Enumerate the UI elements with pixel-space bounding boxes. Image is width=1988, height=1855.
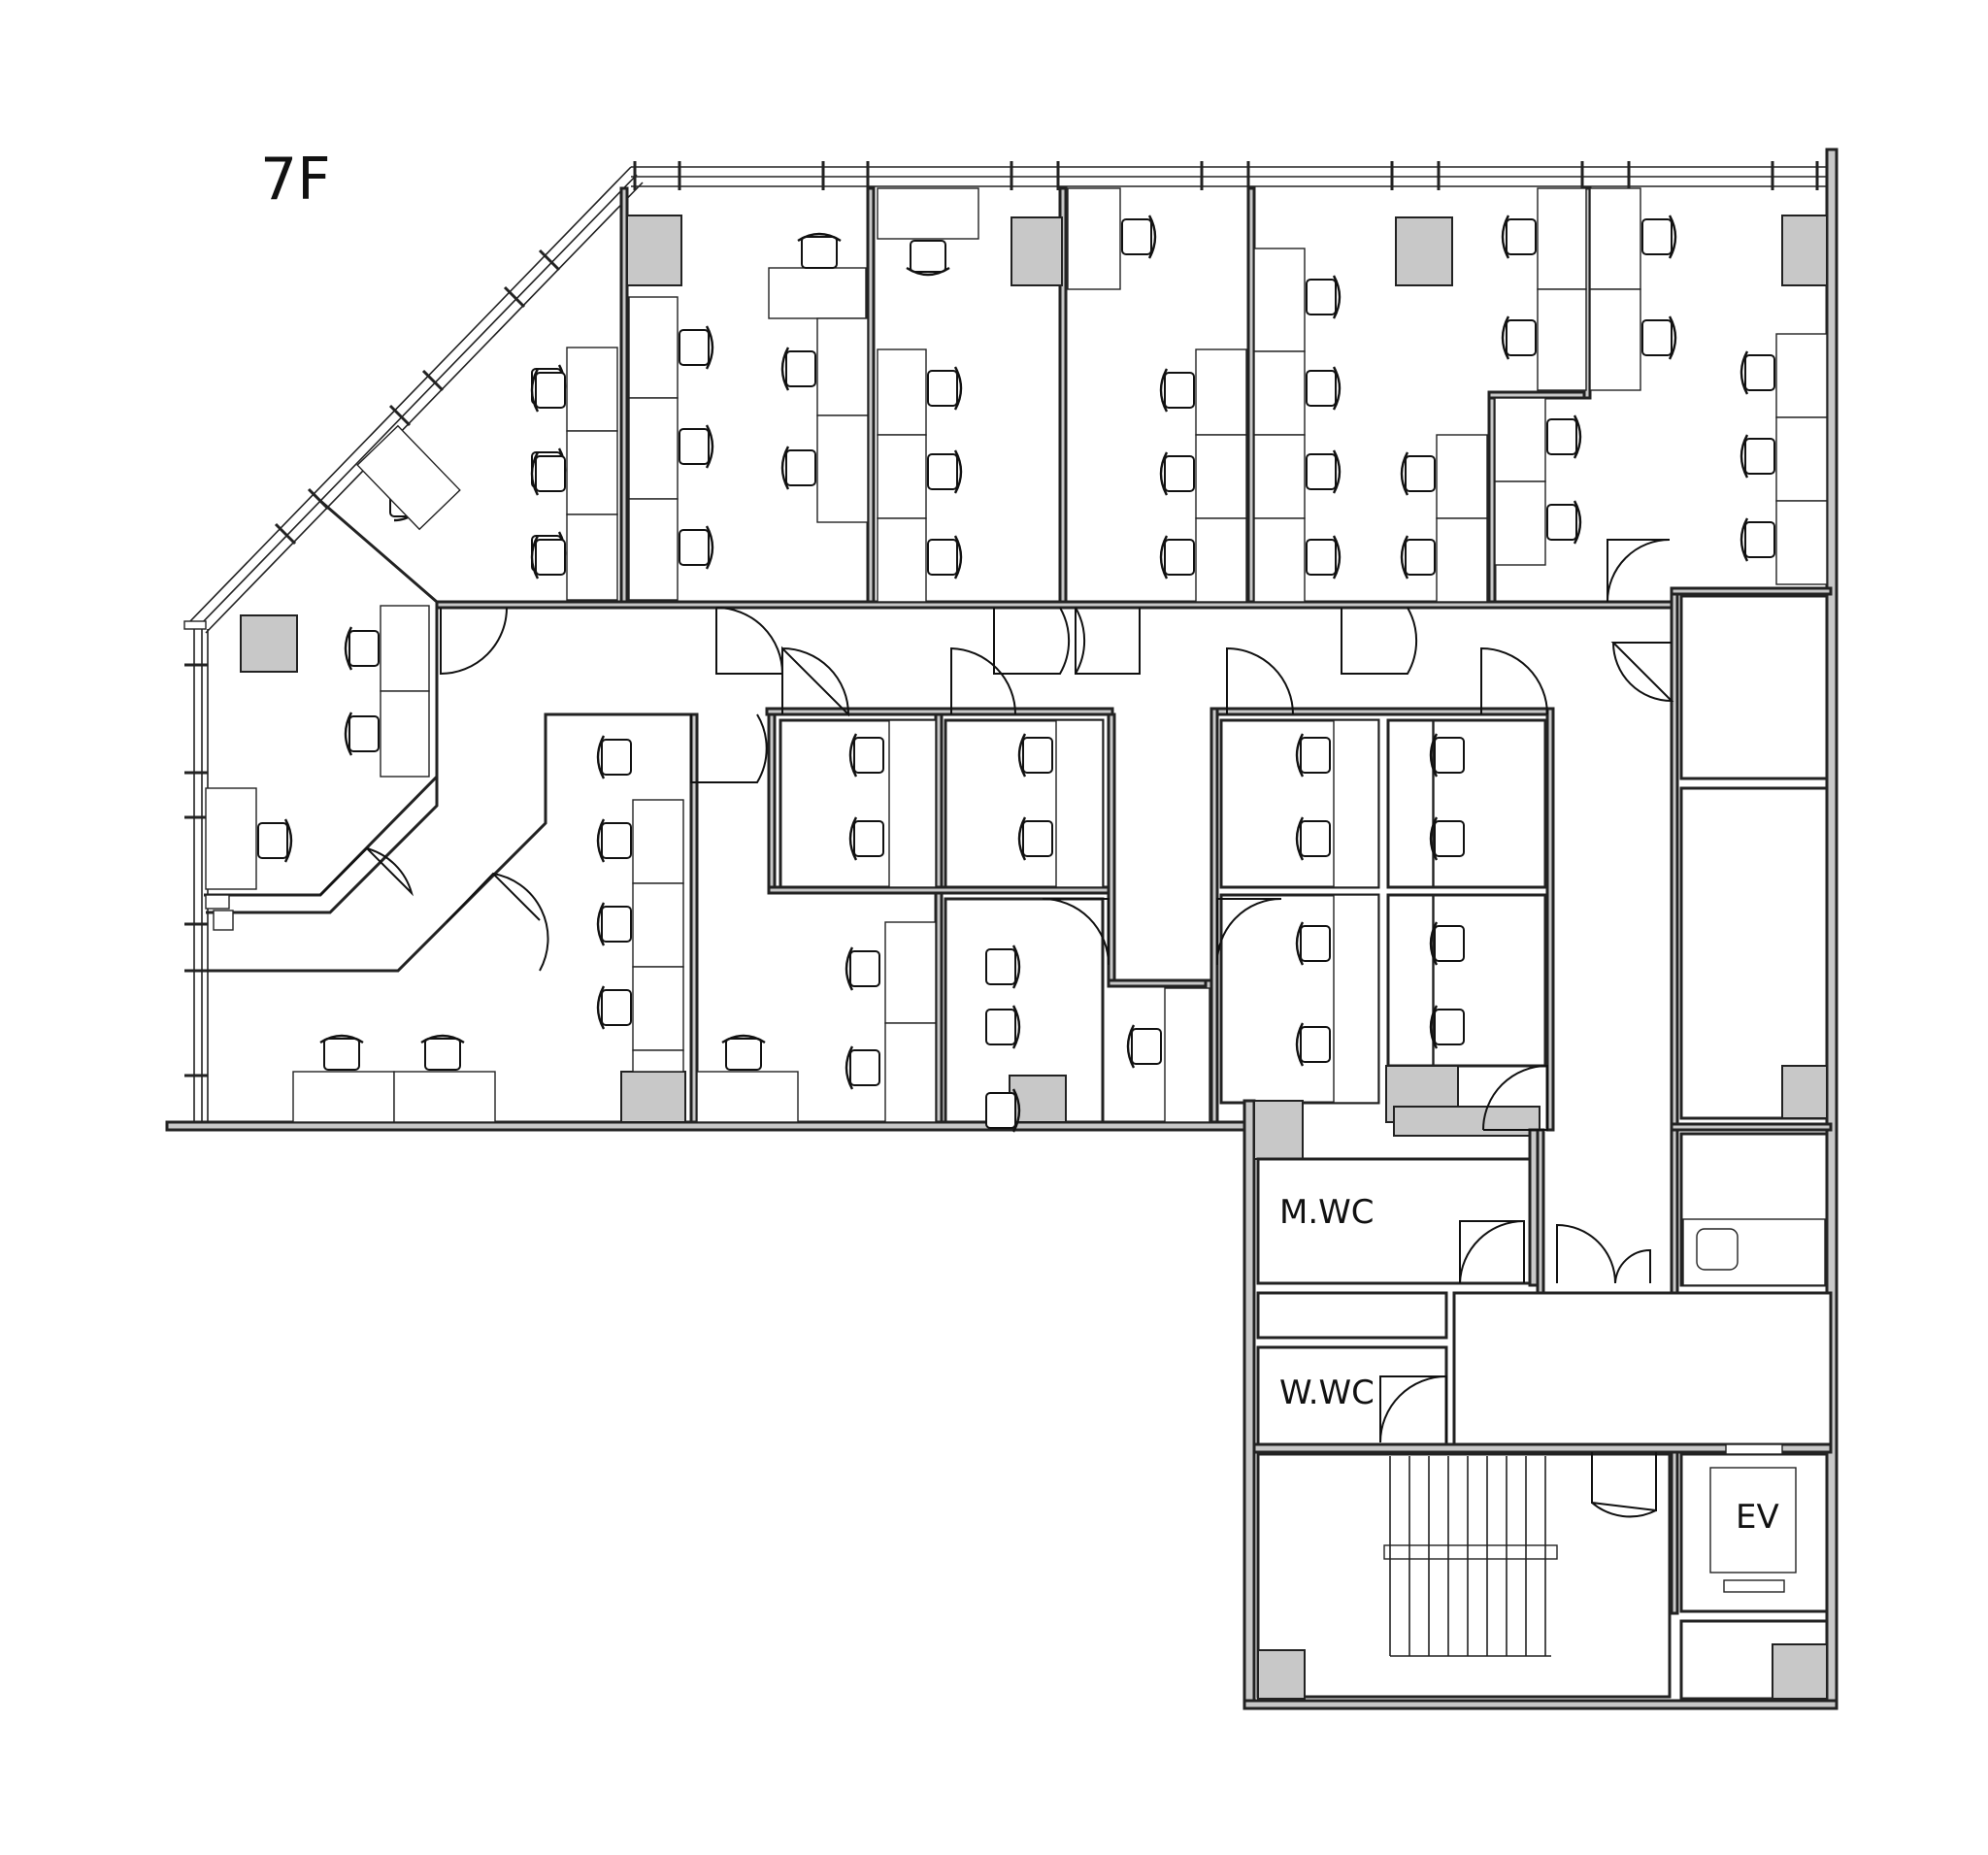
elevator-label: EV <box>1736 1498 1779 1537</box>
desks <box>205 187 1828 1123</box>
chair <box>1306 275 1342 319</box>
chair <box>848 733 884 778</box>
chair <box>927 535 963 580</box>
chair <box>780 347 816 391</box>
chair <box>679 525 714 570</box>
chair <box>596 735 632 779</box>
chair <box>530 535 566 580</box>
chair <box>1017 816 1053 861</box>
chair <box>1295 1022 1331 1067</box>
chair <box>344 712 380 756</box>
staircase <box>1383 1456 1558 1657</box>
chair <box>1641 215 1677 259</box>
chair <box>927 449 963 494</box>
chair <box>985 1088 1021 1133</box>
chair <box>1295 733 1331 778</box>
chair <box>1400 535 1436 580</box>
chair <box>1429 733 1465 778</box>
chair <box>1159 368 1195 413</box>
floor-label: 7F <box>260 146 331 214</box>
mens-wc-label: M.WC <box>1279 1193 1375 1232</box>
chair <box>985 1005 1021 1049</box>
chair <box>1501 315 1537 360</box>
west-window-wall <box>183 620 209 1126</box>
chair <box>1740 434 1775 479</box>
chair <box>1429 1005 1465 1049</box>
chair <box>596 902 632 946</box>
chair <box>1159 535 1195 580</box>
womens-wc-label: W.WC <box>1279 1374 1375 1412</box>
diagonal-desk <box>356 424 461 531</box>
chair <box>1740 350 1775 395</box>
chair <box>1295 921 1331 966</box>
chair <box>319 1034 364 1071</box>
chair <box>780 446 816 490</box>
chair <box>1400 451 1436 496</box>
chair <box>985 944 1021 989</box>
northwest-office-walls <box>204 499 439 914</box>
chair <box>1306 535 1342 580</box>
chair <box>1641 315 1677 360</box>
chair <box>530 451 566 496</box>
chair <box>679 424 714 469</box>
chair <box>1306 366 1342 411</box>
chair <box>906 240 950 277</box>
chair <box>1740 517 1775 562</box>
chair <box>344 626 380 671</box>
chair <box>1429 921 1465 966</box>
chair <box>1159 451 1195 496</box>
center-east-rooms-walls <box>1209 707 1555 1132</box>
diagonal-window-wall <box>189 166 644 634</box>
north-window-wall <box>631 161 1833 190</box>
chair <box>1126 1024 1162 1069</box>
chair <box>596 985 632 1030</box>
chair <box>927 366 963 411</box>
chair <box>1546 500 1582 545</box>
chair <box>679 325 714 370</box>
chair <box>848 816 884 861</box>
chair <box>845 1045 880 1090</box>
chair <box>1429 816 1465 861</box>
chair <box>1546 414 1582 459</box>
chair <box>1501 215 1537 259</box>
chair <box>530 368 566 413</box>
chair <box>420 1034 465 1071</box>
chair <box>596 818 632 863</box>
chair <box>1295 816 1331 861</box>
chair <box>257 818 293 863</box>
chair <box>797 232 842 269</box>
chair <box>1017 733 1053 778</box>
chair <box>1306 449 1342 494</box>
chair <box>721 1034 766 1071</box>
chair <box>845 946 880 991</box>
chair <box>1121 215 1157 259</box>
doors <box>319 539 1674 1518</box>
